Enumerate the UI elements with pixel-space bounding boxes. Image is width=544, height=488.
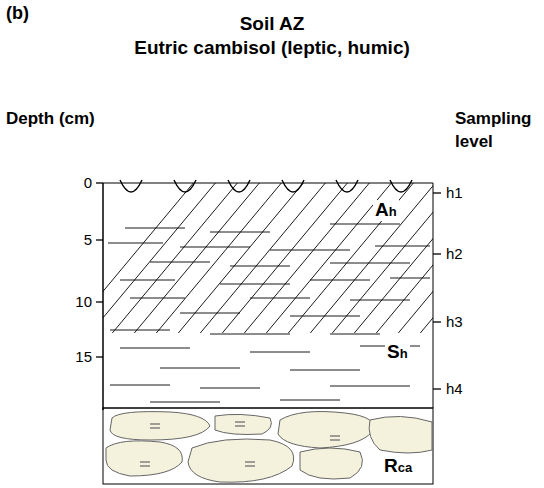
sampling-level: h4 xyxy=(446,381,463,398)
axis-title: Depth (cm) xyxy=(6,110,95,129)
sampling-ticks xyxy=(433,193,441,389)
depth-value: 0 xyxy=(84,175,92,192)
rock-zone xyxy=(103,408,433,484)
title: Soil AZ xyxy=(240,14,305,35)
depth-axis xyxy=(102,183,104,410)
depth-value: 10 xyxy=(75,294,92,311)
rock-symbols xyxy=(140,422,340,466)
sampling-level: h3 xyxy=(446,314,463,331)
sampling-axis xyxy=(433,183,434,408)
hatching xyxy=(103,183,433,333)
rock-fragments xyxy=(106,412,432,483)
axis-title: Sampling level xyxy=(455,108,537,154)
panel-label: (b) xyxy=(6,4,29,24)
depth-value: 5 xyxy=(84,232,92,249)
surface-vegetation xyxy=(120,180,412,192)
sampling-level: h2 xyxy=(446,246,463,263)
depth-ticks xyxy=(96,183,103,357)
horizontal-dashes xyxy=(108,224,430,402)
surface-line xyxy=(103,183,433,184)
subtitle: Eutric cambisol (leptic, humic) xyxy=(134,38,410,59)
horizon-label: Rca xyxy=(384,456,412,477)
horizon-label: Ah xyxy=(373,200,399,221)
horizon-label: Sh xyxy=(385,342,410,363)
sampling-level: h1 xyxy=(446,185,463,202)
depth-value: 15 xyxy=(75,349,92,366)
